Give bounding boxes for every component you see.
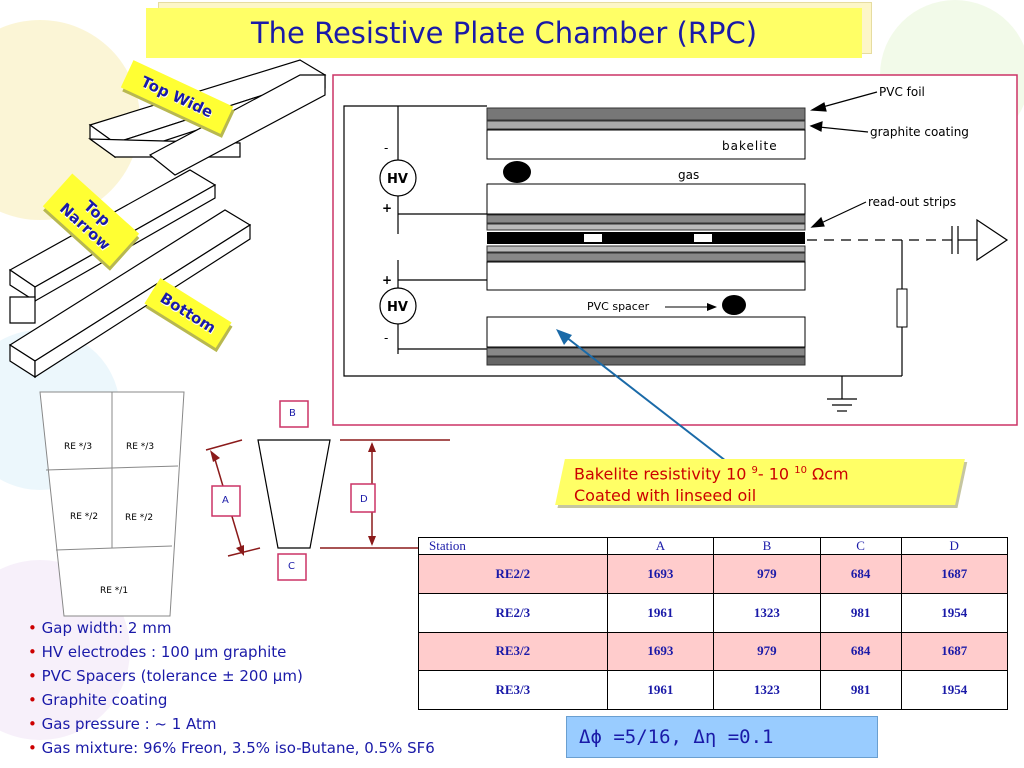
table-cell: 979: [713, 631, 821, 672]
list-item: Gap width: 2 mm: [28, 616, 435, 640]
table-row: RE2/2 1693 979 684 1687: [418, 554, 1008, 594]
gas-label: gas: [678, 168, 699, 182]
dim-label-d: D: [360, 494, 368, 505]
resistivity-text-b: - 10: [757, 464, 795, 484]
polarity-plus-1: +: [382, 201, 392, 215]
list-item: PVC Spacers (tolerance ± 200 μm): [28, 664, 435, 688]
graphite-coating-label: graphite coating: [870, 125, 969, 139]
slide-title: The Resistive Plate Chamber (RPC): [146, 8, 862, 58]
re2-left: RE */2: [70, 512, 98, 522]
re3-left: RE */3: [64, 442, 92, 452]
table-cell: 684: [819, 554, 902, 594]
re2-right: RE */2: [125, 513, 153, 523]
table-row: RE3/3 1961 1323 981 1954: [418, 670, 1008, 710]
table-cell: 981: [819, 592, 902, 633]
table-cell: RE3/2: [418, 631, 608, 672]
table-cell: 1687: [900, 554, 1008, 594]
table-cell: 1323: [713, 592, 821, 633]
hv-label-1: HV: [387, 172, 408, 187]
table-row: RE3/2 1693 979 684 1687: [418, 631, 1008, 672]
dim-label-a: A: [222, 495, 229, 506]
bakelite-label: bakelite: [722, 139, 778, 153]
table-cell: 979: [713, 554, 821, 594]
dimension-drawing: B A D C: [205, 400, 450, 581]
pvc-foil-label: PVC foil: [879, 85, 925, 99]
readout-strips-label: read-out strips: [868, 195, 956, 209]
hv-label-2: HV: [387, 300, 408, 315]
table-cell: 1961: [606, 592, 715, 633]
resistivity-text-a: Bakelite resistivity 10: [574, 464, 752, 484]
bakelite-line-2: Coated with linseed oil: [574, 486, 757, 506]
list-item: Gas pressure : ~ 1 Atm: [28, 712, 435, 736]
segmentation-box: Δϕ =5/16, Δη =0.1: [566, 716, 878, 758]
table-cell: 684: [819, 631, 902, 672]
table-cell: 1693: [606, 554, 715, 594]
polarity-plus-2: +: [382, 273, 392, 287]
table-header: B: [713, 537, 821, 555]
dim-label-b: B: [289, 408, 296, 419]
table-cell: RE2/2: [418, 554, 608, 594]
table-cell: 1954: [900, 592, 1008, 633]
table-cell: 1687: [900, 631, 1008, 672]
resistivity-exponent-2: 10: [794, 465, 807, 476]
table-row: RE2/3 1961 1323 981 1954: [418, 592, 1008, 633]
list-item: HV electrodes : 100 μm graphite: [28, 640, 435, 664]
pvc-spacer-label: PVC spacer: [587, 300, 650, 313]
pointer-arrow: [556, 329, 727, 462]
table-header: D: [900, 537, 1008, 555]
re1: RE */1: [100, 586, 128, 596]
dimension-table: Station A B C D RE2/2 1693 979 684 1687 …: [418, 537, 1008, 710]
bakelite-line-1: Bakelite resistivity 10 9- 10 10 Ωcm: [574, 460, 964, 485]
table-cell: RE3/3: [418, 670, 608, 710]
bakelite-note-text: Bakelite resistivity 10 9- 10 10 Ωcm Coa…: [574, 460, 964, 507]
table-header: C: [819, 537, 902, 555]
table-cell: 981: [819, 670, 902, 710]
table-cell: 1954: [900, 670, 1008, 710]
polarity-minus-1: -: [384, 141, 388, 155]
re3-right: RE */3: [126, 442, 154, 452]
rpc-properties-list: Gap width: 2 mm HV electrodes : 100 μm g…: [28, 616, 435, 760]
table-cell: RE2/3: [418, 592, 608, 633]
dim-label-c: C: [288, 561, 295, 572]
table-cell: 1323: [713, 670, 821, 710]
chamber-segmentation-map: RE */3 RE */3 RE */2 RE */2 RE */1: [39, 391, 185, 617]
rpc-schematic: HV HV - + + - bakelite gas PVC spacer PV…: [332, 74, 1018, 426]
table-header: Station: [418, 537, 608, 555]
table-cell: 1693: [606, 631, 715, 672]
table-cell: 1961: [606, 670, 715, 710]
resistivity-unit: Ωcm: [806, 464, 849, 484]
table-header-row: Station A B C D: [418, 537, 1008, 555]
polarity-minus-2: -: [384, 331, 388, 345]
resistivity-exponent-1: 9: [751, 465, 758, 476]
table-header: A: [606, 537, 715, 555]
list-item: Graphite coating: [28, 688, 435, 712]
list-item: Gas mixture: 96% Freon, 3.5% iso-Butane,…: [28, 736, 435, 760]
